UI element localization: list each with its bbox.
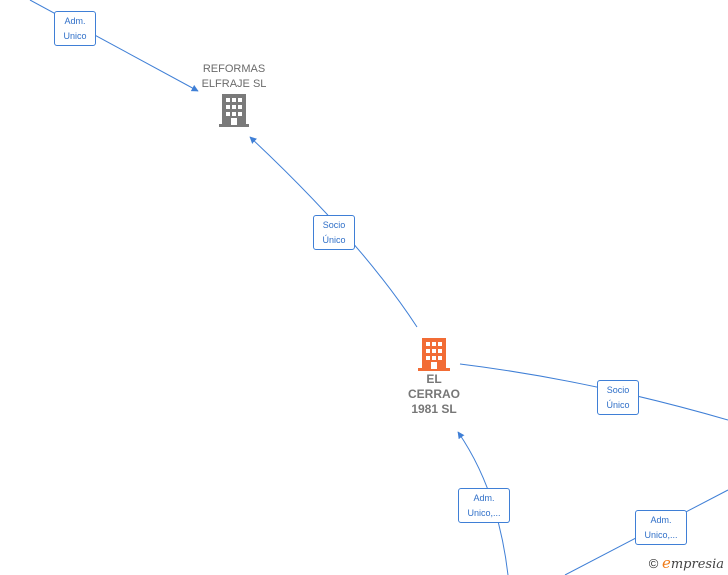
copyright-icon: © [648,556,659,571]
edge-label-socio-unico-mid[interactable]: Socio Único [313,215,355,250]
edge-label-adm-unico-bottom[interactable]: Adm. Unico,... [458,488,510,523]
building-icon [219,94,249,127]
node-el-cerrao-1981[interactable]: EL CERRAO 1981 SL [394,336,474,417]
brand-logo-e: e [661,554,671,572]
edge-socio-unico-right [459,363,728,421]
node-reformas-elfraje[interactable]: REFORMAS ELFRAJE SL [193,62,275,128]
edge-label-adm-unico-right[interactable]: Adm. Unico,... [635,510,687,545]
empresia-watermark: © empresia [649,554,724,572]
node-label-reformas: REFORMAS ELFRAJE SL [201,63,267,90]
edge-label-adm-unico-top[interactable]: Adm. Unico [54,11,96,46]
brand-logo-text: mpresia [670,557,724,572]
building-icon [418,338,450,371]
node-label-cerrao: EL CERRAO 1981 SL [407,372,460,416]
edge-label-socio-unico-right[interactable]: Socio Único [597,380,639,415]
